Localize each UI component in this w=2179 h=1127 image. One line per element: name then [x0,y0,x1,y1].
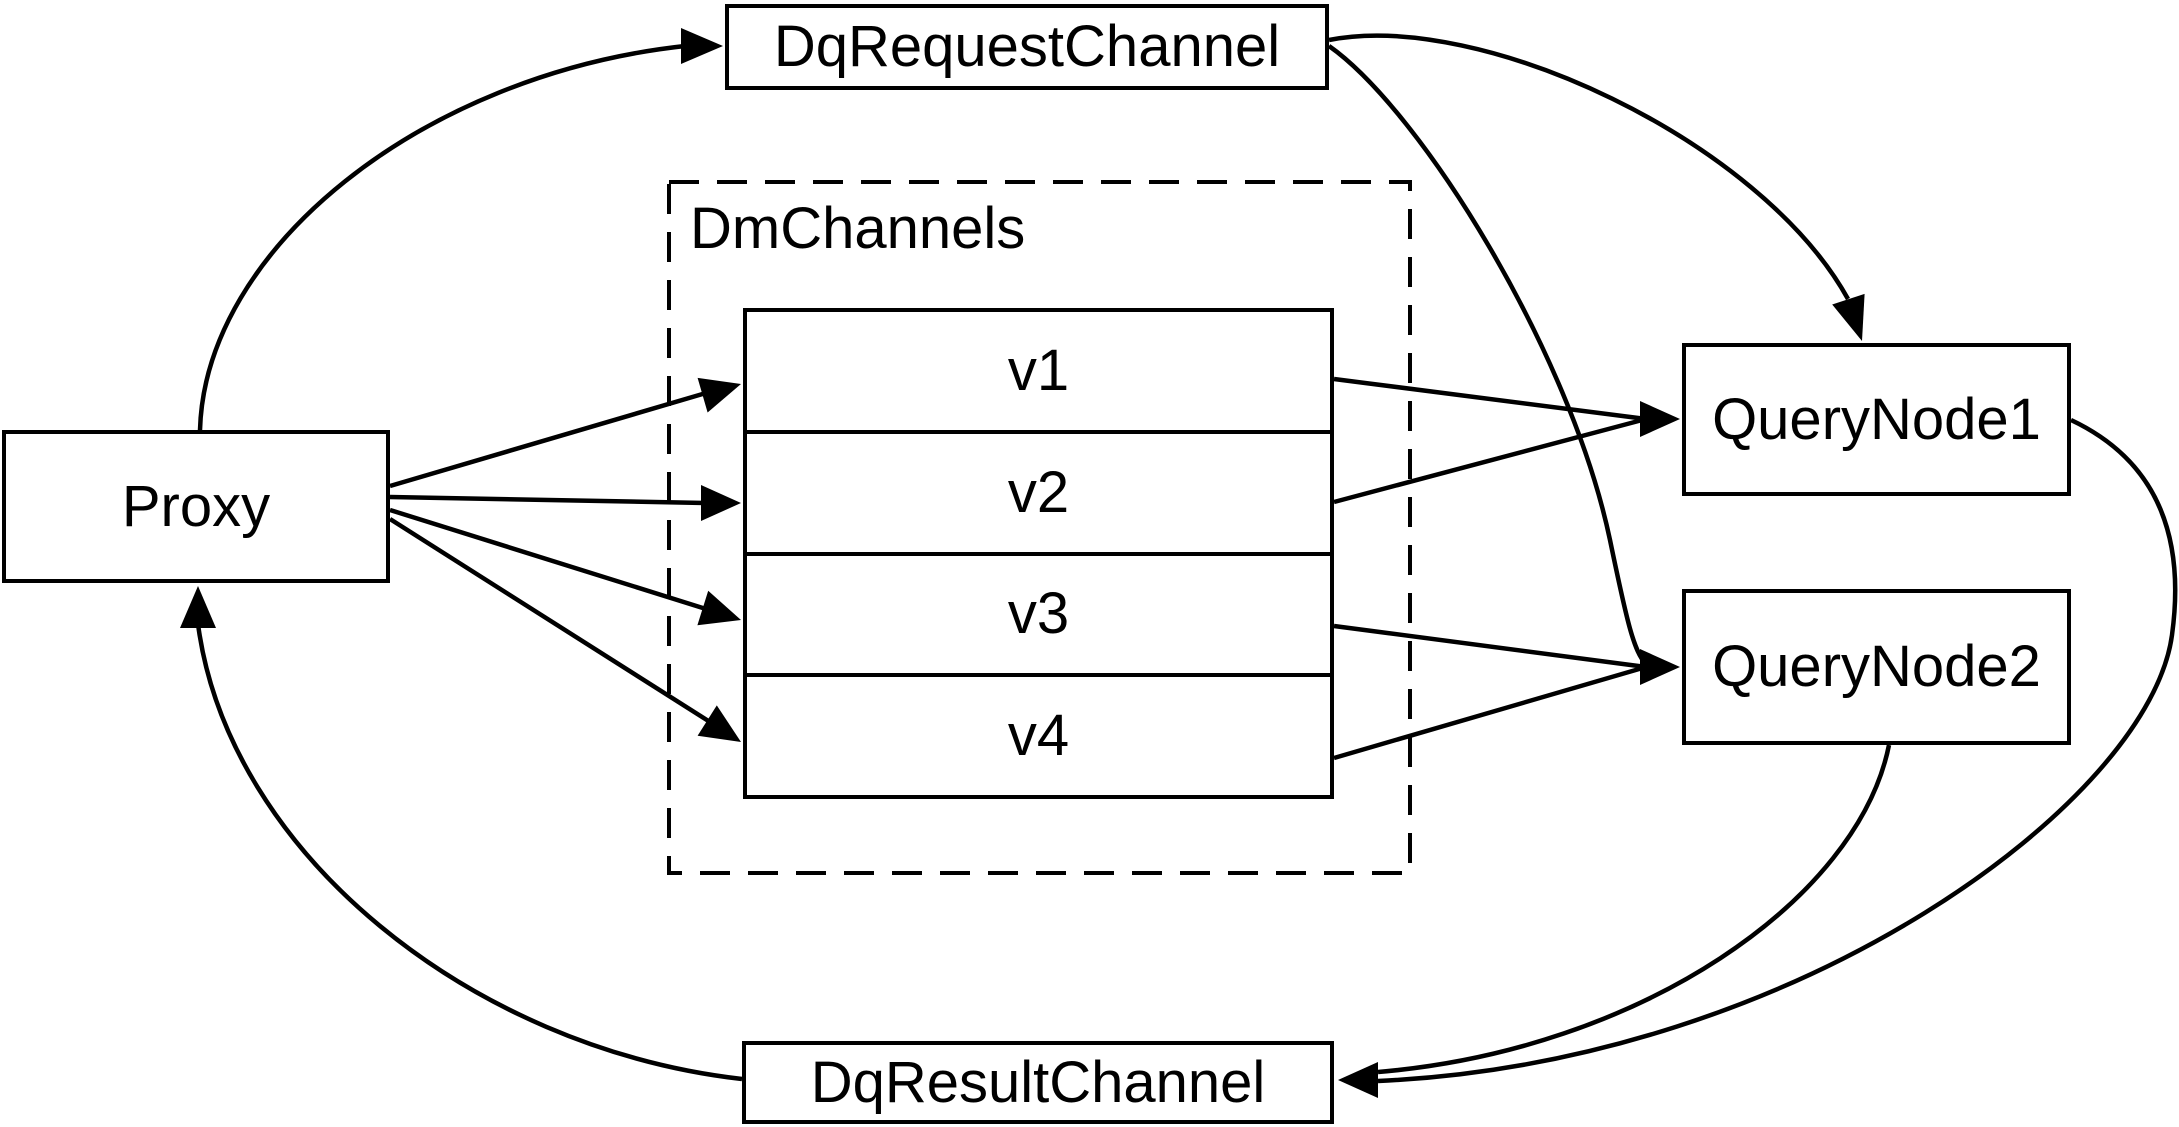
arrowhead-proxy-bottom [180,586,216,628]
edge-v2-to-query-node-1 [1333,416,1647,505]
edge-v3-to-query-node-2 [1333,623,1647,670]
edge-dq-request-channel-to-query-node-2 [1327,44,1648,666]
arrowhead-dq-request-channel-left [681,28,723,64]
dm-channels-group-label: DmChannels [690,196,1026,261]
edge-v1-to-query-node-1 [1333,376,1647,422]
edge-proxy-to-v3 [389,507,707,612]
channel-row-v2: v2 [747,429,1330,552]
node-dq-result-channel-label: DqResultChannel [810,1049,1266,1115]
dm-channels-table: v1 v2 v3 v4 [743,308,1334,799]
edge-proxy-to-v2 [389,494,706,506]
edge-proxy-to-dq-request-channel [197,43,686,431]
channel-row-v4: v4 [747,673,1330,795]
arrowhead-v3 [697,590,741,626]
node-proxy: Proxy [2,430,390,583]
channel-row-v2-label: v2 [1007,459,1070,525]
node-proxy-label: Proxy [121,473,271,539]
channel-row-v3: v3 [747,551,1330,674]
channel-row-v4-label: v4 [1007,703,1070,769]
arrowhead-v1 [697,377,741,413]
edge-v4-to-query-node-2 [1333,664,1647,761]
node-dq-request-channel-label: DqRequestChannel [773,14,1281,79]
arrowhead-v4 [697,705,741,742]
node-query-node-2: QueryNode2 [1682,589,2071,745]
edge-dq-result-channel-to-proxy [195,623,743,1082]
edge-proxy-to-v4 [388,517,712,724]
arrowhead-query-node-1-top [1832,293,1865,341]
channel-row-v3-label: v3 [1007,581,1070,647]
dm-channels-dashed-border [667,180,1412,875]
channel-row-v1-label: v1 [1007,337,1070,403]
node-dq-result-channel: DqResultChannel [742,1041,1334,1124]
arrowhead-query-node-1-left [1640,401,1680,437]
node-query-node-1-label: QueryNode1 [1712,386,2041,452]
channel-row-v1: v1 [747,312,1330,430]
node-query-node-2-label: QueryNode2 [1712,634,2041,699]
arrowhead-dq-result-channel-right [1338,1062,1378,1098]
node-query-node-1: QueryNode1 [1682,343,2071,496]
edge-query-node-2-to-dq-result-channel [1377,744,1892,1075]
edge-dq-request-channel-to-query-node-1 [1328,33,1850,301]
edge-proxy-to-v1 [389,390,707,489]
node-dq-request-channel: DqRequestChannel [725,4,1329,90]
edge-query-node-1-to-dq-result-channel [1377,417,2178,1084]
arrowhead-query-node-2-left [1640,649,1680,685]
arrowhead-v2 [701,485,741,521]
